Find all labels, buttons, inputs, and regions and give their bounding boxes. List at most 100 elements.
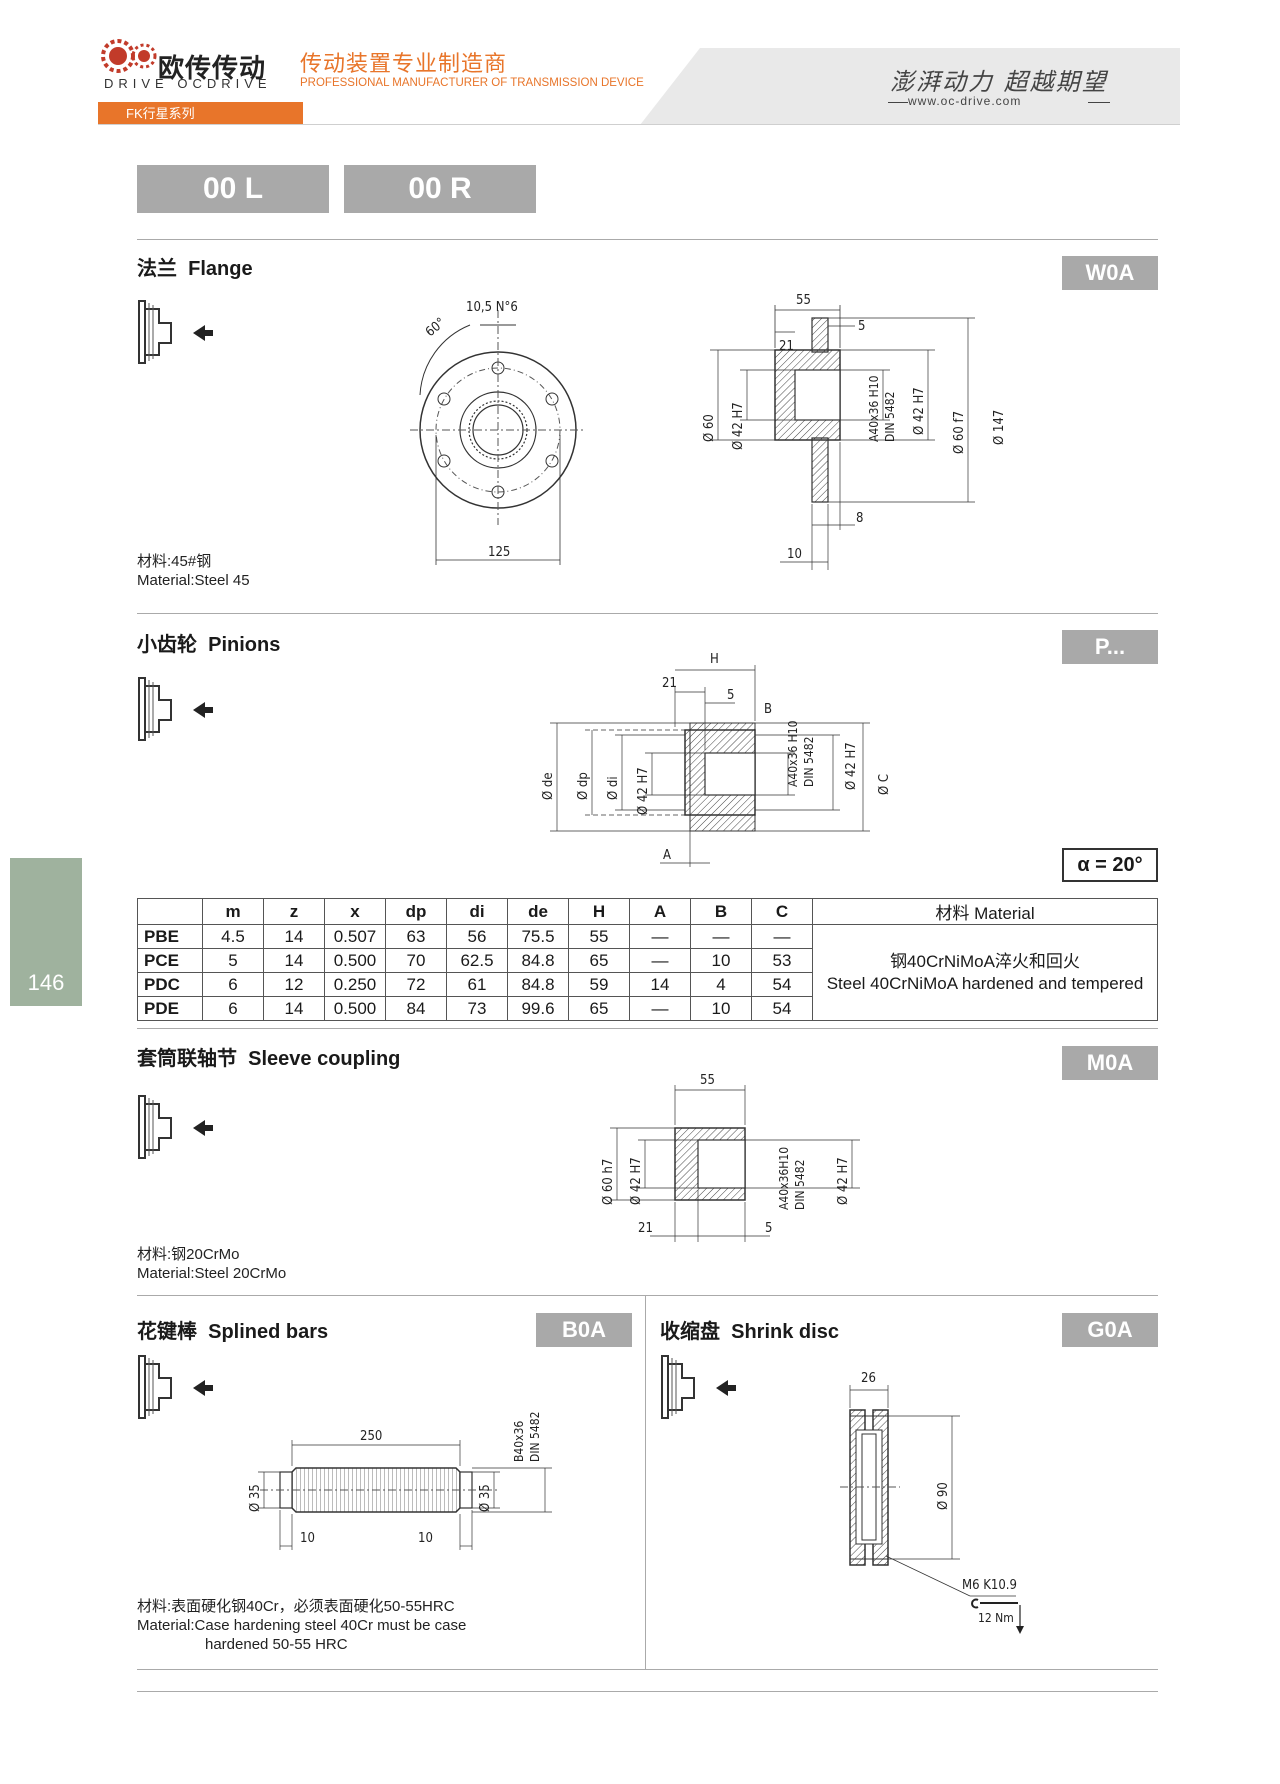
splined-std-label: DIN 5482 <box>528 1412 542 1462</box>
table-header-cell <box>137 898 203 925</box>
flange-hole-label: 10,5 N°6 <box>466 300 518 315</box>
table-cell: 59 <box>568 972 630 997</box>
table-header-cell: m <box>202 898 264 925</box>
table-cell: 70 <box>385 948 447 973</box>
table-cell: 14 <box>263 996 325 1021</box>
splined-250-label: 250 <box>360 1429 382 1444</box>
table-cell: 10 <box>690 996 752 1021</box>
table-cell: 12 <box>263 972 325 997</box>
splined-10b-label: 10 <box>418 1531 433 1546</box>
table-cell: 4 <box>690 972 752 997</box>
table-row: PCE 5 14 0.500 70 62.5 84.8 65 — 10 53 <box>137 948 1158 973</box>
pinion-a-label: A <box>663 848 671 863</box>
table-cell: 56 <box>446 924 508 949</box>
table-cell: 54 <box>751 996 813 1021</box>
table-cell: 62.5 <box>446 948 508 973</box>
flange-d8-label: 8 <box>856 511 863 526</box>
table-cell: PCE <box>137 948 203 973</box>
pinion-dp-label: Ø dp <box>576 772 591 800</box>
shrink-d90-label: Ø 90 <box>936 1482 951 1510</box>
shrink-disc-diagram: 26 Ø 90 M6 K10.9 12 Nm <box>840 1371 1024 1634</box>
section-divider <box>137 1028 1158 1029</box>
splined-material: 材料:表面硬化钢40Cr，必须表面硬化50-55HRC Material:Cas… <box>137 1598 467 1653</box>
shrink-bolt-label: M6 K10.9 <box>962 1578 1017 1593</box>
section-divider <box>137 1295 1158 1296</box>
table-cell: 99.6 <box>507 996 569 1021</box>
table-cell: PDC <box>137 972 203 997</box>
section-divider <box>137 239 1158 240</box>
sleeve-section-diagram: 55 Ø 60 h7 Ø 42 H7 A40x36H10 DIN 5482 Ø … <box>601 1073 860 1242</box>
assembly-indicator-icon <box>138 1095 213 1159</box>
splined-d35a-label: Ø 35 <box>248 1484 263 1512</box>
tab-00r[interactable]: 00 R <box>344 165 536 213</box>
shrink-badge: G0A <box>1062 1313 1158 1347</box>
sleeve-spline-label: A40x36H10 <box>777 1147 791 1210</box>
table-cell: 84 <box>385 996 447 1021</box>
column-divider <box>645 1296 646 1669</box>
sleeve-d60-label: Ø 60 h7 <box>601 1159 616 1205</box>
pinions-badge: P... <box>1062 630 1158 664</box>
table-cell: 84.8 <box>507 972 569 997</box>
pinion-spline-label: A40x36 H10 <box>786 720 800 787</box>
table-header-cell: B <box>690 898 752 925</box>
pinions-title: 小齿轮 Pinions <box>137 634 281 656</box>
page-number: 146 <box>27 970 65 995</box>
table-cell: — <box>690 924 752 949</box>
table-header-cell: de <box>507 898 569 925</box>
flange-front-view-diagram: 10,5 N°6 60° 125 <box>410 300 586 565</box>
assembly-indicator-icon <box>138 677 213 741</box>
footer-rule <box>137 1691 1158 1692</box>
table-header-cell: 材料 Material <box>812 898 1158 925</box>
flange-pcd-label: 125 <box>488 545 510 560</box>
table-cell: 65 <box>568 996 630 1021</box>
sleeve-material: 材料:钢20CrMo Material:Steel 20CrMo <box>137 1246 287 1282</box>
sleeve-55-label: 55 <box>700 1073 715 1088</box>
sleeve-title: 套筒联轴节 Sleeve coupling <box>137 1048 401 1070</box>
section-divider <box>137 1669 1158 1670</box>
assembly-indicator-icon <box>138 300 213 364</box>
flange-std-label: DIN 5482 <box>883 392 897 442</box>
table-cell: — <box>629 948 691 973</box>
table-header-cell: dp <box>385 898 447 925</box>
logo-subtext: DRIVE OCDRIVE <box>104 76 272 91</box>
tagline-en: PROFESSIONAL MANUFACTURER OF TRANSMISSIO… <box>300 77 644 89</box>
header-divider <box>98 124 1180 125</box>
table-cell: 0.250 <box>324 972 386 997</box>
table-cell: 72 <box>385 972 447 997</box>
table-cell: PDE <box>137 996 203 1021</box>
assembly-indicator-icon <box>138 1355 213 1419</box>
table-cell: — <box>751 924 813 949</box>
table-cell: 63 <box>385 924 447 949</box>
pinion-b-label: B <box>764 702 772 717</box>
website-rule-left <box>888 102 908 103</box>
sleeve-d42-label: Ø 42 H7 <box>629 1157 644 1205</box>
pinion-5-label: 5 <box>727 688 734 703</box>
flange-spline-label: A40x36 H10 <box>867 375 881 442</box>
flange-d42b-label: Ø 42 H7 <box>912 387 927 435</box>
pinion-h-label: H <box>710 652 719 667</box>
splined-badge: B0A <box>536 1313 632 1347</box>
flange-angle-label: 60° <box>423 315 449 340</box>
table-material-cell: 钢40CrNiMoA淬火和回火 Steel 40CrNiMoA hardened… <box>812 924 1158 1021</box>
pressure-angle-box: α = 20° <box>1062 848 1158 882</box>
table-header-cell: C <box>751 898 813 925</box>
table-header-cell: A <box>629 898 691 925</box>
sleeve-21-label: 21 <box>638 1221 653 1236</box>
pinion-d42b-label: Ø 42 H7 <box>844 742 859 790</box>
shrink-26-label: 26 <box>861 1371 876 1386</box>
flange-title: 法兰 Flange <box>137 258 253 280</box>
splined-d35b-label: Ø 35 <box>478 1484 493 1512</box>
flange-d42-label: Ø 42 H7 <box>731 402 746 450</box>
table-row: PBE 4.5 14 0.507 63 56 75.5 55 — — — 钢40… <box>137 924 1158 1021</box>
sleeve-badge: M0A <box>1062 1046 1158 1080</box>
flange-d60-label: Ø 60 <box>702 414 717 442</box>
header-band <box>700 48 1180 125</box>
sleeve-std-label: DIN 5482 <box>793 1160 807 1210</box>
table-header-row: m z x dp di de H A B C 材料 Material <box>137 898 1158 925</box>
tab-00l[interactable]: 00 L <box>137 165 329 213</box>
table-cell: 0.500 <box>324 948 386 973</box>
series-label: FK行星系列 <box>98 102 303 125</box>
shrink-title: 收缩盘 Shrink disc <box>660 1321 839 1343</box>
table-row: PDE 6 14 0.500 84 73 99.6 65 — 10 54 <box>137 996 1158 1021</box>
table-cell: 0.500 <box>324 996 386 1021</box>
